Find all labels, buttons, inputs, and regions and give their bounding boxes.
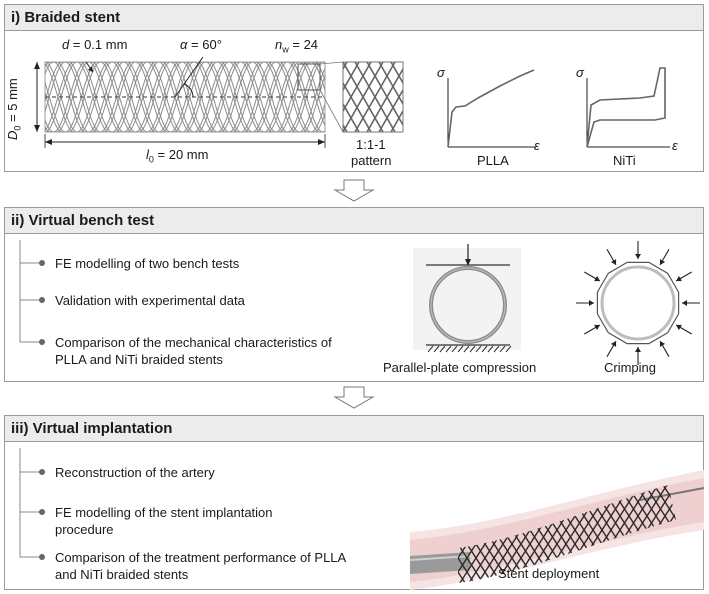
implant-item-2: FE modelling of the stent implantation p… — [55, 505, 273, 537]
flow-arrow-2 — [333, 386, 375, 409]
bench-item-3: Comparison of the mechanical characteris… — [55, 335, 332, 367]
niti-stress-strain-plot — [586, 67, 670, 148]
niti-label: NiTi — [613, 153, 636, 168]
length-label: l0 = 20 mm — [146, 147, 209, 165]
plla-sigma-label: σ — [437, 65, 445, 80]
panel-virtual-bench-test: ii) Virtual bench test — [4, 207, 704, 382]
implant-item-1: Reconstruction of the artery — [55, 465, 215, 480]
wire-diameter-label: d = 0.1 mm — [62, 37, 128, 52]
zoom-box — [297, 63, 321, 91]
pattern-label-line2: pattern — [351, 153, 392, 168]
bench-item-2: Validation with experimental data — [55, 293, 245, 308]
braid-angle-label: α = 60° — [180, 37, 222, 52]
crimping-caption: Crimping — [604, 360, 657, 375]
niti-sigma-label: σ — [576, 65, 584, 80]
implant-item-3: Comparison of the treatment performance … — [55, 550, 346, 582]
panel-title: iii) Virtual implantation — [5, 416, 703, 442]
compression-caption: Parallel-plate compression — [383, 360, 537, 375]
pattern-label-line1: 1:1-1 — [356, 137, 386, 152]
plla-stress-strain-plot — [447, 69, 536, 148]
crimping-figure — [576, 241, 700, 365]
wire-count-label: nw = 24 — [275, 37, 319, 55]
deployment-caption: Stent deployment — [498, 566, 600, 581]
plla-epsilon-label: ε — [534, 138, 540, 153]
flow-arrow-1 — [333, 179, 375, 202]
plla-label: PLLA — [477, 153, 509, 168]
pattern-zoom — [342, 61, 404, 133]
bench-item-1: FE modelling of two bench tests — [55, 256, 240, 271]
panel-title: i) Braided stent — [5, 5, 703, 31]
niti-epsilon-label: ε — [672, 138, 678, 153]
panel-title: ii) Virtual bench test — [5, 208, 703, 234]
